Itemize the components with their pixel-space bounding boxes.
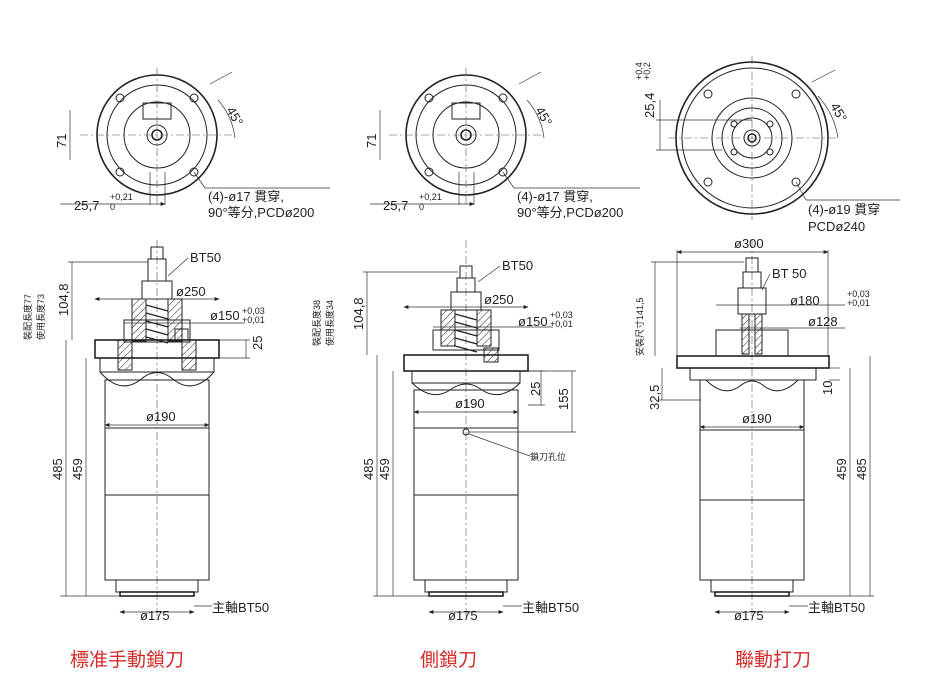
side-view-linked: ø300 BT 50 ø180 +0,03 +0,01 ø128 (634, 236, 874, 623)
h-pilot: 25 (250, 336, 265, 350)
side-view-side-lock: BT50 ø250 ø150 +0,03 +0,01 104,8 裝配長度38 … (311, 240, 579, 623)
holes-line-2: 90°等分,PCDø200 (208, 205, 314, 220)
d-pilot-tol-low: +0,01 (550, 319, 573, 329)
d-top: ø300 (734, 236, 764, 251)
holes-line-1: (4)-ø19 貫穿 (808, 202, 880, 217)
top-view-manual: 45° 71 25,7 +0,21 0 (4)-ø17 貫穿, 90°等分,PC… (54, 68, 330, 220)
caption-side-lock: 側鎖刀 (420, 649, 477, 671)
h-pilot: 10 (820, 381, 835, 395)
holes-line-2: PCDø240 (808, 219, 865, 234)
spindle-label: 主軸BT50 (808, 600, 865, 615)
note-install: 裝配長度38 (311, 300, 322, 346)
angle-label: 45° (532, 104, 555, 129)
h-total: 485 (361, 458, 376, 480)
spindle-label: 主軸BT50 (212, 600, 269, 615)
note-use: 使用長度73 (35, 294, 46, 340)
side-view-manual: BT50 ø250 ø150 +0,03 +0,01 25 104,8 裝配長度… (22, 240, 269, 623)
dim-offset-tol-low: 0 (110, 202, 115, 212)
lock-hole-label: 鎖刀孔位 (530, 451, 566, 462)
h-total: 485 (854, 458, 869, 480)
d-body: ø190 (455, 396, 485, 411)
dim-offset-tol-low: 0 (419, 202, 424, 212)
tool-label: BT 50 (772, 266, 806, 281)
d-pilot-tol-low: +0,01 (242, 315, 265, 325)
dim-offset: 25,7 (383, 198, 408, 213)
dim-vertical: 71 (54, 134, 69, 148)
h-total: 485 (50, 458, 65, 480)
dim-offset-tol: +0,21 (419, 192, 442, 202)
d-pilot-tol-up: +0,03 (242, 306, 265, 316)
note-install: 裝配長度77 (22, 294, 33, 340)
tool-label: BT50 (190, 250, 221, 265)
angle-label: 45° (827, 100, 850, 125)
holes-line-2: 90°等分,PCDø200 (517, 205, 623, 220)
d-bottom: ø175 (734, 608, 764, 623)
angle-label: 45° (223, 104, 246, 129)
variant-manual: 45° 71 25,7 +0,21 0 (4)-ø17 貫穿, 90°等分,PC… (22, 68, 330, 671)
caption-linked: 聯動打刀 (735, 649, 811, 671)
h-body: 459 (834, 458, 849, 480)
d-body: ø190 (742, 411, 772, 426)
d-flange-tol-low: +0,01 (847, 298, 870, 308)
d-bottom: ø175 (140, 608, 170, 623)
d-inner: ø128 (808, 314, 838, 329)
variant-linked: 45° 25,4 +0,4 +0,2 (4)-ø19 貫穿 PCDø240 ø3… (634, 56, 900, 671)
variant-side-lock: 45° 71 25,7 +0,21 0 (4)-ø17 貫穿, 90°等分,PC… (311, 68, 640, 671)
spindle-label: 主軸BT50 (522, 600, 579, 615)
d-flange: ø180 (790, 293, 820, 308)
note-install: 安裝尺寸141,5 (634, 297, 645, 356)
d-pilot: ø150 (210, 308, 240, 323)
dim-vertical-tol-low: +0,2 (642, 62, 652, 80)
note-use: 使用長度34 (324, 300, 335, 346)
d-flange: ø250 (176, 284, 206, 299)
caption-manual: 標准手動鎖刀 (70, 649, 184, 671)
h-body: 459 (70, 458, 85, 480)
h-top: 104,8 (56, 283, 71, 316)
dim-vertical: 25,4 (642, 93, 657, 118)
d-pilot: ø150 (518, 314, 548, 329)
dim-offset: 25,7 (74, 198, 99, 213)
dim-vertical-tol-up: +0,4 (634, 62, 644, 80)
h-top: 104,8 (351, 297, 366, 330)
holes-line-1: (4)-ø17 貫穿, (208, 189, 284, 204)
dim-vertical: 71 (364, 134, 379, 148)
d-flange: ø250 (484, 292, 514, 307)
h-body: 459 (377, 458, 392, 480)
h-pilot: 25 (528, 382, 543, 396)
top-view-side-lock: 45° 71 25,7 +0,21 0 (4)-ø17 貫穿, 90°等分,PC… (364, 68, 640, 220)
h-lower: 32,5 (647, 385, 662, 410)
d-pilot-tol-up: +0,03 (550, 310, 573, 320)
d-body: ø190 (146, 409, 176, 424)
d-bottom: ø175 (448, 608, 478, 623)
top-view-linked: 45° 25,4 +0,4 +0,2 (4)-ø19 貫穿 PCDø240 (634, 56, 900, 234)
tool-label: BT50 (502, 258, 533, 273)
holes-line-1: (4)-ø17 貫穿, (517, 189, 593, 204)
d-flange-tol-up: +0,03 (847, 289, 870, 299)
dim-offset-tol: +0,21 (110, 192, 133, 202)
h-mid: 155 (556, 388, 571, 410)
